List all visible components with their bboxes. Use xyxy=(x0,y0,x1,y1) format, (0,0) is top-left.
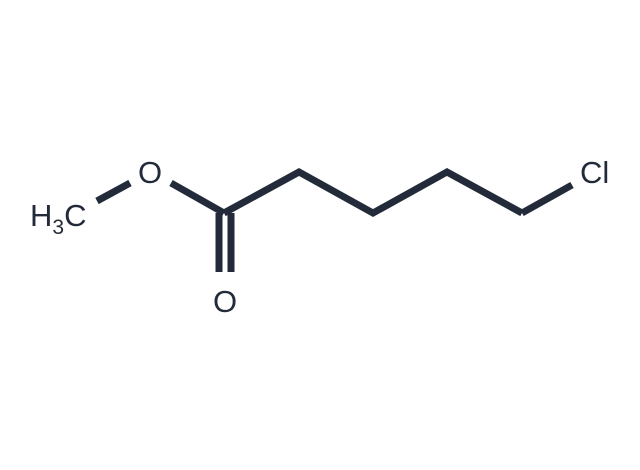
bond-carbon-chlorine xyxy=(520,181,574,217)
chlorine-label: Cl xyxy=(580,155,609,190)
methyl-subscript: 3 xyxy=(52,216,64,239)
bond-oxygen-carbonyl xyxy=(169,179,226,217)
methyl-label: H3C xyxy=(30,198,86,239)
ester-oxygen-label: O xyxy=(138,155,162,190)
carbonyl-oxygen-label: O xyxy=(213,284,237,319)
bond-carbon-chain xyxy=(222,168,524,218)
methyl-carbon: C xyxy=(64,198,86,233)
methyl-hydrogen: H xyxy=(30,198,52,233)
bond-methyl-oxygen xyxy=(95,179,132,205)
bonds xyxy=(95,168,574,272)
